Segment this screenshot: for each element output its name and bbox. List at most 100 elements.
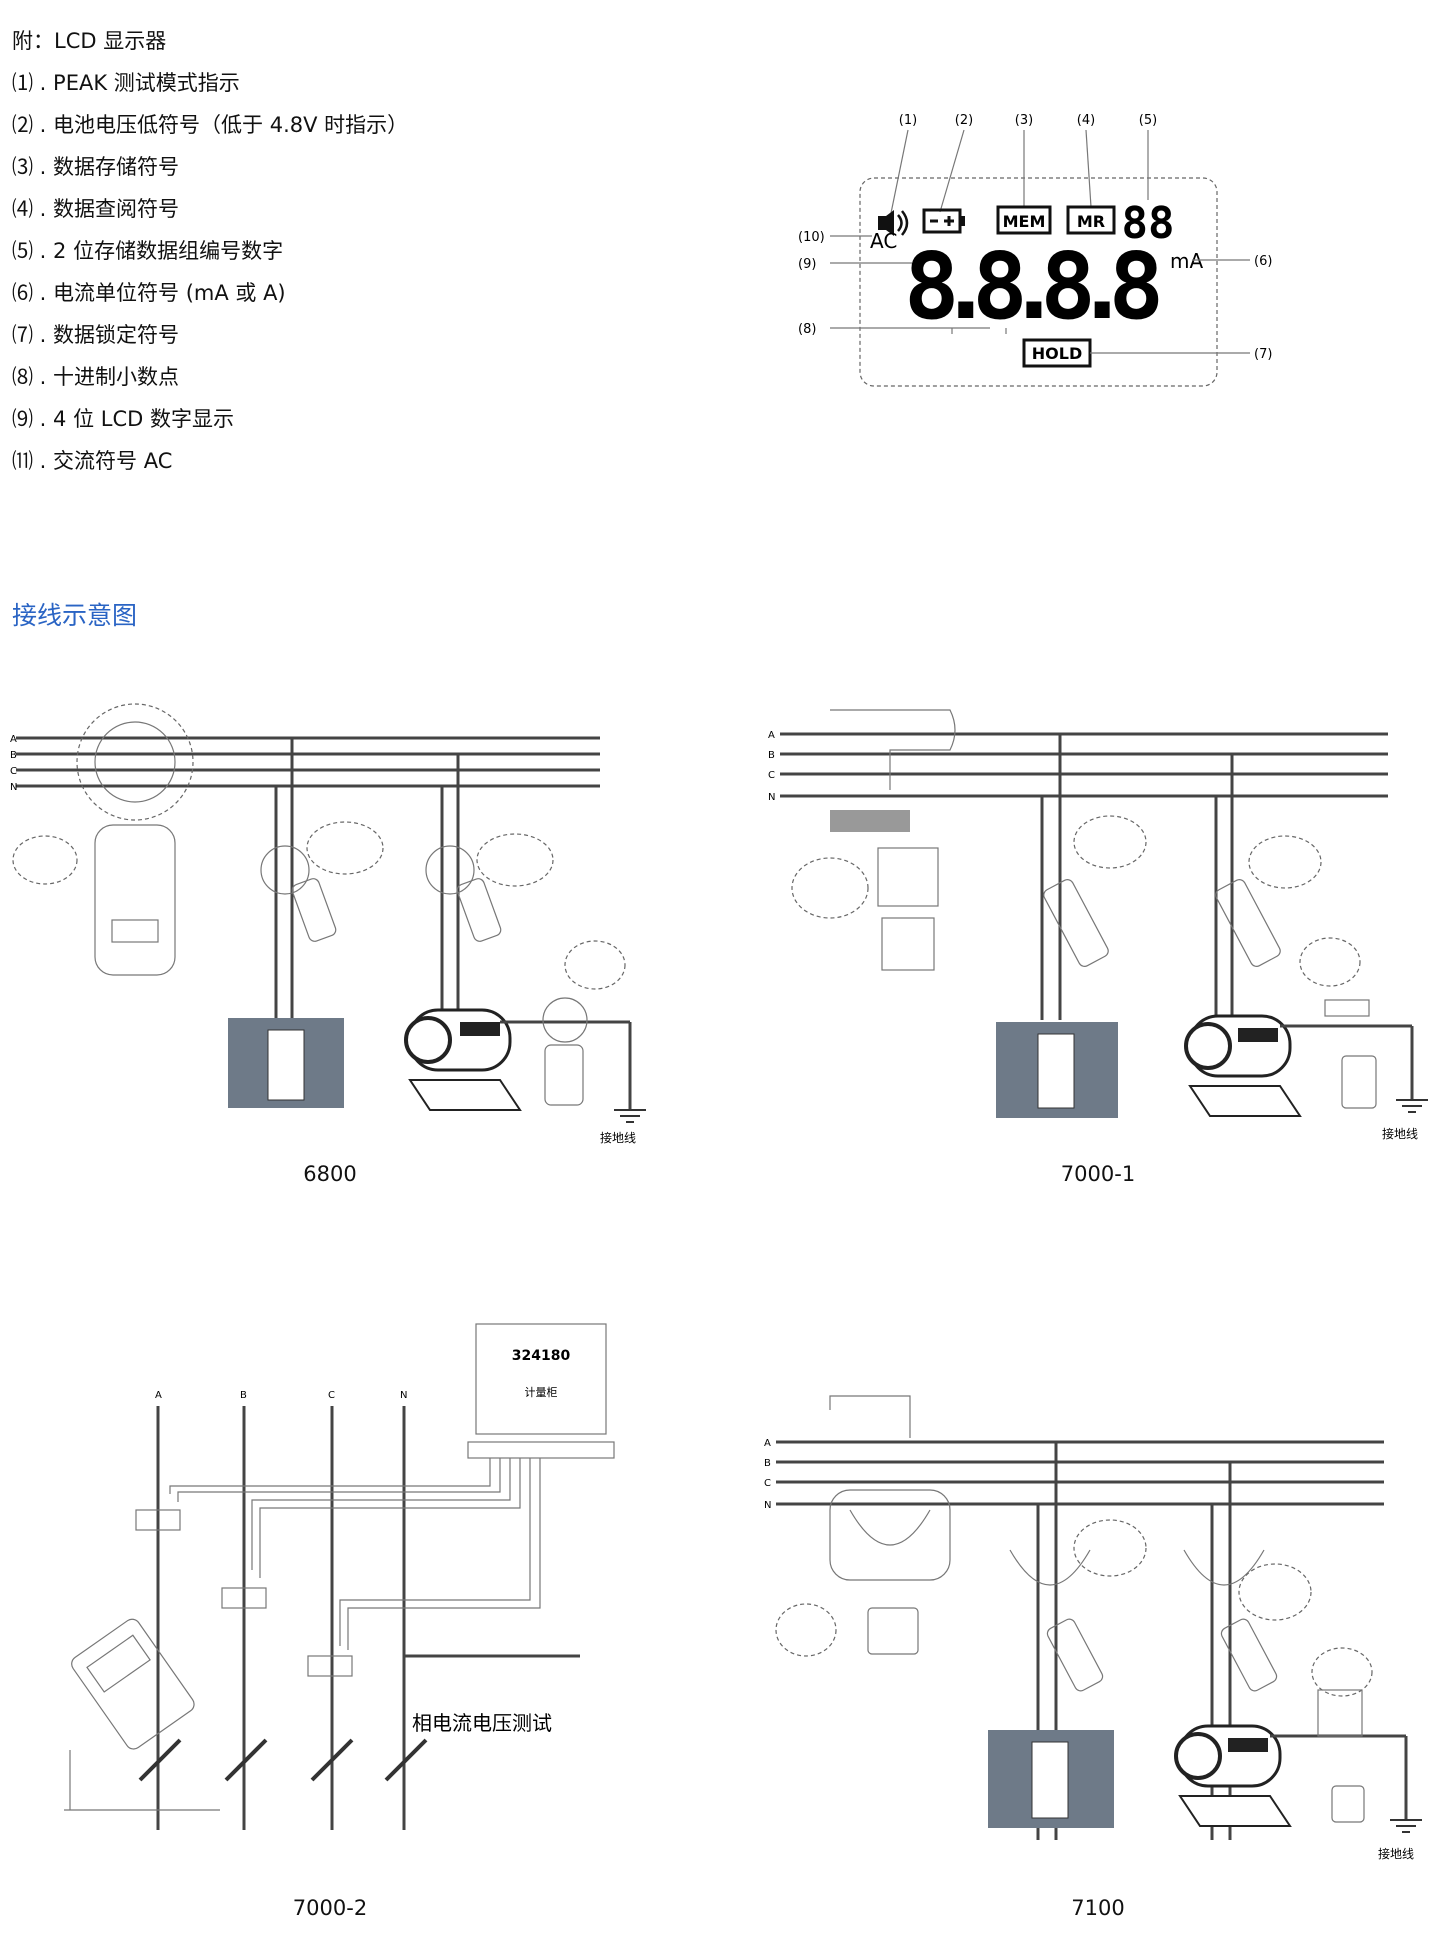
diagram-caption: 6800 [303,1162,357,1186]
legend-item-text: 4 位 LCD 数字显示 [53,407,234,431]
svg-text:B: B [240,1390,247,1401]
clamp-sensor-icon [307,1655,353,1677]
lcd-callout-label: (1) [899,113,917,128]
legend-item-text: 数据存储符号 [53,155,180,179]
legend-item: ⑹ . 电流单位符号 (mA 或 A) [12,281,286,305]
svg-text:C: C [10,766,17,777]
legend-item: ⑸ . 2 位存储数据组编号数字 [12,239,284,263]
svg-text:N: N [400,1390,407,1401]
memory-group-digits: 88 [1122,198,1175,249]
test-note: 相电流电压测试 [412,1711,552,1735]
transformer-icon [404,1008,522,1111]
legend-item-text: 数据锁定符号 [53,323,180,347]
lcd-callout-leader [1085,129,1092,208]
legend-item-number: ⑹ [12,281,33,305]
clamp-meter-icon [1009,1549,1278,1692]
callout-bubble [306,821,384,875]
ground-symbol-icon [614,1109,646,1123]
legend-heading: 附：LCD 显示器 [12,29,167,53]
lcd-callout-label: (5) [1139,113,1157,128]
callout-bubble [1073,1519,1147,1577]
svg-text:C: C [328,1390,335,1401]
ground-symbol-icon [1390,1819,1422,1833]
callout-bubble [564,940,626,990]
meter-label: 计量柜 [525,1386,558,1399]
mem-box [996,205,1052,235]
meter-icon [1341,1055,1377,1109]
unit-symbol: mA [1170,249,1203,273]
svg-text:A: A [768,730,775,741]
legend-item-number: ⑻ [12,365,33,389]
wiring-diagram-7000-1: A B C N 接地线 [768,709,1428,1141]
callout-digits: (9) [798,257,816,272]
legend-item: ⑾ . 交流符号 AC [12,449,173,473]
mem-symbol: MEM [1003,212,1046,231]
svg-text:C: C [768,770,775,781]
metering-cabinet-icon: 324180 计量柜 [467,1323,615,1459]
mr-symbol: MR [1077,212,1105,231]
legend-item-number: ⑴ [12,71,33,95]
lcd-top-callouts: (1) (2) (3) (4) (5) [889,113,1157,219]
svg-text:B: B [768,750,775,761]
legend-item-number: ⑸ [12,239,33,263]
callout-bubble [1073,815,1147,869]
section-title: 接线示意图 [12,601,138,630]
svg-text:A: A [155,1390,162,1401]
diagram-caption: 7100 [1071,1896,1125,1920]
callout-bubble [1311,1647,1373,1697]
callout-bubble [12,835,78,885]
svg-text:B: B [10,750,17,761]
legend-item: ⑵ . 电池电压低符号（低于 4.8V 时指示） [12,113,409,137]
callout-bubble [775,1603,837,1657]
callout-dp: (8) [798,322,816,337]
svg-text:B: B [764,1458,771,1469]
svg-text:C: C [764,1478,771,1489]
svg-text:N: N [764,1500,771,1511]
legend-item-number: ⑼ [12,407,33,431]
lcd-callout-label: (2) [955,113,973,128]
svg-text:A: A [764,1438,771,1449]
svg-text:N: N [768,792,775,803]
clamp-meter-large-icon [830,709,956,971]
legend-item: ⑷ . 数据查阅符号 [12,197,180,221]
meter-icon [1331,1785,1365,1823]
callout-ac: (10) [798,230,825,245]
legend-item: ⑻ . 十进制小数点 [12,365,180,389]
clamp-sensor-icon [221,1587,267,1609]
clamp-meter-icon [260,845,502,942]
bus-lines: A B C N [10,734,600,793]
legend-item: ⑼ . 4 位 LCD 数字显示 [12,407,234,431]
ground-label: 接地线 [1378,1846,1414,1861]
lcd-callout-leader [889,129,909,219]
wiring-diagram-6800: A B C N 接地线 [10,703,646,1145]
legend-item-number: ⑷ [12,197,33,221]
mr-box [1066,205,1116,235]
legend-item-text: PEAK 测试模式指示 [53,71,240,95]
phase-labels: A B C N [155,1390,407,1401]
legend-item-text: 十进制小数点 [53,365,180,389]
clamp-meter-icon [1043,879,1281,967]
callout-bubble [476,833,554,887]
lcd-diagram: (1)(2)(3)(4)(5) MEM MR 88 AC 8.8.8.8 mA … [798,113,1272,387]
lcd-callout-label: (4) [1077,113,1095,128]
diagram-caption: 7000-2 [292,1896,368,1920]
lcd-callout-label: (3) [1015,113,1033,128]
ac-symbol: AC [870,229,897,253]
callout-bubble [791,857,869,919]
battery-icon [922,208,965,234]
main-digits: 8.8.8.8 [904,233,1164,340]
meter-icon [544,1044,584,1106]
legend-item: ⑶ . 数据存储符号 [12,155,180,179]
callout-unit: (6) [1254,254,1272,269]
lcd-callout-leader [939,129,965,213]
legend-item-number: ⑵ [12,113,33,137]
wiring-diagram-7000-2: 324180 计量柜 A B C N 相电流电压测试 [64,1323,615,1830]
legend-item: ⑴ . PEAK 测试模式指示 [12,71,240,95]
svg-text:N: N [10,782,17,793]
callout-hold: (7) [1254,347,1272,362]
ground-label: 接地线 [600,1130,636,1145]
legend-item-text: 交流符号 AC [53,449,173,473]
legend-item-number: ⑾ [12,449,33,473]
legend-item-text: 数据查阅符号 [53,197,180,221]
handheld-meter-icon [71,1618,195,1750]
